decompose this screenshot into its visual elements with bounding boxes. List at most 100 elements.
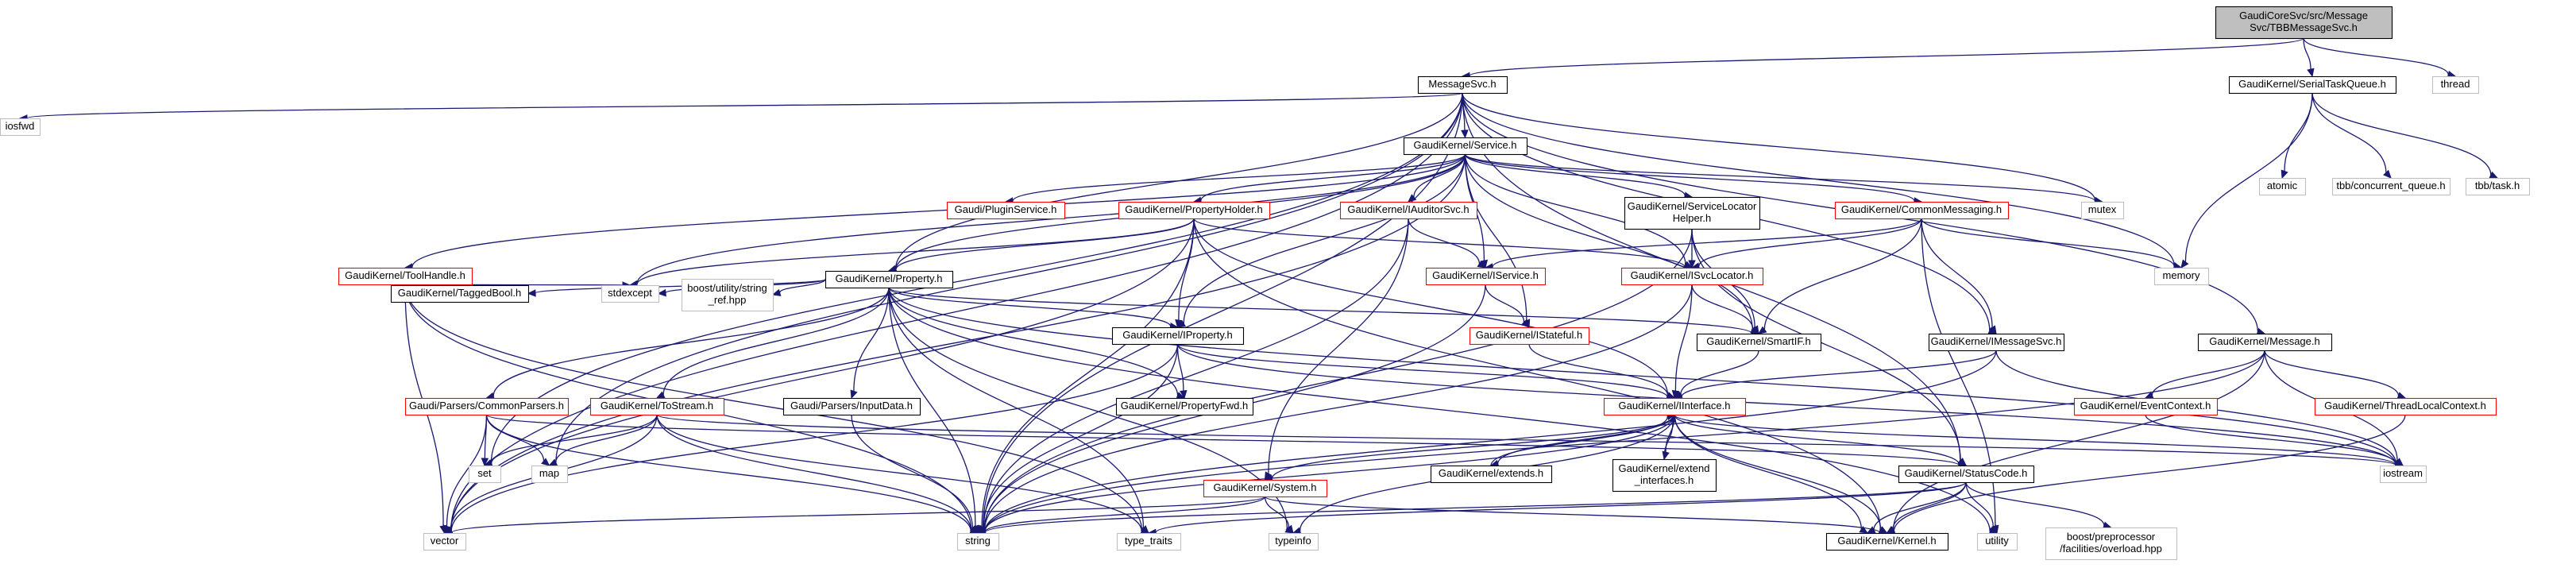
node-box	[1116, 532, 1182, 551]
node-commonparsers[interactable]: Gaudi/Parsers/CommonParsers.h	[404, 397, 570, 416]
edge-toolhandle-to-type_traits	[404, 284, 1143, 531]
arrowhead-commonparsers-to-set	[481, 458, 489, 467]
node-label: GaudiKernel/Kernel.h	[1837, 535, 1936, 547]
edge-iproperty-to-vector	[450, 343, 1179, 531]
node-label: tbb/concurrent_queue.h	[2336, 180, 2445, 191]
node-message[interactable]: GaudiKernel/Message.h	[2197, 333, 2333, 352]
node-commonmessaging[interactable]: GaudiKernel/CommonMessaging.h	[1834, 201, 2010, 220]
node-string_ref: boost/utility/string_ref.hpp	[681, 278, 774, 312]
edge-statuscode-to-ostream	[1873, 481, 1967, 530]
node-pluginservice[interactable]: Gaudi/PluginService.h	[946, 201, 1066, 220]
node-messagesvc[interactable]: MessageSvc.h	[1417, 75, 1508, 95]
edge-smartif-to-iinterface	[1680, 350, 1759, 395]
node-tbbtask: tbb/task.h	[2465, 177, 2531, 196]
node-isvclocator[interactable]: GaudiKernel/ISvcLocator.h	[1620, 267, 1764, 286]
edge-property-to-taggedbool	[535, 278, 826, 294]
node-box	[1620, 267, 1764, 286]
edge-iauditorsvc-to-string	[983, 218, 1409, 529]
node-typeinfo: typeinfo	[1268, 532, 1319, 551]
node-taggedbool[interactable]: GaudiKernel/TaggedBool.h	[390, 284, 530, 303]
edge-imessagesvc-to-iinterface	[1681, 350, 1997, 397]
edge-isvclocator-to-string	[983, 284, 1693, 531]
edge-statuscode-to-type_traits	[1155, 481, 1967, 533]
node-threadlocalcontext[interactable]: GaudiKernel/ThreadLocalContext.h	[2314, 397, 2497, 416]
edge-tostream-to-set	[490, 414, 658, 464]
edge-propertyholder-to-vector	[450, 218, 1195, 531]
arrowhead-statuscode-to-kernel	[1886, 525, 1896, 534]
node-box	[782, 397, 921, 416]
node-mutex: mutex	[2080, 201, 2125, 220]
arrowhead-serialtaskqueue-to-memory	[2180, 259, 2189, 269]
node-iauditorsvc[interactable]: GaudiKernel/IAuditorSvc.h	[1339, 201, 1478, 220]
arrowhead-property-to-tostream	[655, 391, 666, 399]
edge-root-to-thread	[2303, 37, 2449, 75]
edge-statuscode-to-utility	[1965, 481, 1994, 527]
arrowhead-service-to-iauditorsvc	[1408, 194, 1417, 203]
edge-commonmessaging-to-iservice	[1492, 218, 1922, 268]
node-box	[1203, 479, 1328, 498]
node-smartif[interactable]: GaudiKernel/SmartIF.h	[1696, 333, 1822, 352]
node-label: string	[965, 535, 991, 547]
node-thread: thread	[2431, 75, 2480, 95]
node-box	[681, 278, 774, 312]
node-box	[2465, 177, 2531, 196]
node-service[interactable]: GaudiKernel/Service.h	[1403, 137, 1528, 156]
node-property[interactable]: GaudiKernel/Property.h	[825, 270, 954, 289]
edge-service-to-commonmessaging	[1464, 153, 1915, 202]
node-box	[946, 201, 1066, 220]
node-toolhandle[interactable]: GaudiKernel/ToolHandle.h	[338, 267, 473, 286]
node-iproperty[interactable]: GaudiKernel/IProperty.h	[1111, 327, 1245, 346]
node-vector: vector	[423, 532, 467, 551]
arrowhead-statuscode-to-utility	[1989, 524, 1998, 535]
node-label: GaudiKernel/EventContext.h	[2080, 400, 2211, 412]
node-box	[2431, 75, 2480, 95]
edge-iservice-to-istateful	[1485, 284, 1525, 323]
node-extend_interfaces[interactable]: GaudiKernel/extend_interfaces.h	[1612, 458, 1717, 493]
node-serialtaskqueue[interactable]: GaudiKernel/SerialTaskQueue.h	[2228, 75, 2397, 95]
node-istateful[interactable]: GaudiKernel/IStateful.h	[1469, 327, 1590, 346]
node-label: GaudiKernel/Message.h	[2209, 335, 2319, 347]
node-imessagesvc[interactable]: GaudiKernel/IMessageSvc.h	[1928, 333, 2065, 352]
node-box	[2228, 75, 2397, 95]
edge-service-to-smartif	[1464, 153, 1753, 330]
edge-serialtaskqueue-to-atomic	[2284, 92, 2313, 172]
node-propertyfwd[interactable]: GaudiKernel/PropertyFwd.h	[1115, 397, 1254, 416]
node-propertyholder[interactable]: GaudiKernel/PropertyHolder.h	[1118, 201, 1271, 220]
edge-imessagesvc-to-string	[984, 350, 1997, 532]
node-label: utility	[1985, 535, 2009, 547]
edge-eventcontext-to-iostream	[2145, 414, 2396, 465]
node-label: GaudiKernel/IMessageSvc.h	[1931, 335, 2062, 347]
node-iservice[interactable]: GaudiKernel/IService.h	[1425, 267, 1547, 286]
edge-property-to-type_traits	[888, 287, 1145, 528]
edge-extend_interfaces-to-iinterface	[1663, 421, 1674, 460]
edge-isvclocator-to-smartif	[1691, 284, 1754, 330]
node-kernel[interactable]: GaudiKernel/Kernel.h	[1825, 532, 1949, 551]
node-label: GaudiKernel/ToolHandle.h	[345, 269, 465, 281]
node-label: mutex	[2088, 203, 2117, 215]
node-eventcontext[interactable]: GaudiKernel/EventContext.h	[2073, 397, 2219, 416]
edge-messagesvc-to-iosfwd	[26, 92, 1463, 119]
edge-property-to-iostream	[888, 287, 2396, 465]
arrowhead-iproperty-to-propertyfwd	[1180, 389, 1188, 400]
node-inputdata[interactable]: Gaudi/Parsers/InputData.h	[782, 397, 921, 416]
node-statuscode[interactable]: GaudiKernel/StatusCode.h	[1898, 465, 2035, 484]
node-box	[338, 267, 473, 286]
node-box	[531, 465, 569, 484]
edge-commonparsers-to-string	[485, 414, 971, 531]
node-system[interactable]: GaudiKernel/System.h	[1203, 479, 1328, 498]
node-extends[interactable]: GaudiKernel/extends.h	[1430, 465, 1553, 484]
edge-service-to-vector	[450, 153, 1466, 531]
node-box	[1111, 327, 1245, 346]
node-tostream[interactable]: GaudiKernel/ToStream.h	[589, 397, 725, 416]
edge-propertyholder-to-stdexcept	[636, 218, 1195, 285]
node-label: memory	[2163, 269, 2200, 281]
edge-tostream-to-string	[656, 414, 972, 531]
edge-commonmessaging-to-memory	[1921, 218, 2175, 267]
node-box	[825, 270, 954, 289]
node-label: atomic	[2267, 180, 2298, 191]
node-box	[2080, 201, 2125, 220]
node-box	[2073, 397, 2219, 416]
node-box	[2215, 6, 2393, 40]
node-iinterface[interactable]: GaudiKernel/IInterface.h	[1603, 397, 1747, 416]
